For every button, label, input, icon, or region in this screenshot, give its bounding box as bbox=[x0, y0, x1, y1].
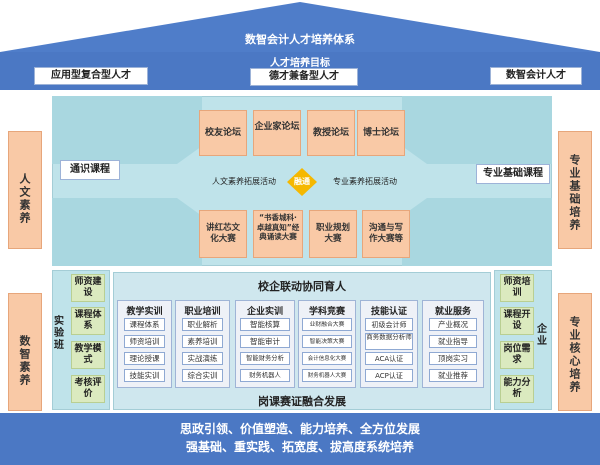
column-cell: 商务数据分析师 bbox=[365, 333, 413, 350]
column-cell: 财务机器人 bbox=[240, 369, 290, 382]
roof-title: 数智会计人才培养体系 bbox=[245, 33, 355, 46]
column-competition: 学科竞赛 业财融合大赛 智能决策大赛 会计信息化大赛 财务机器人大赛 bbox=[298, 300, 356, 388]
column-cell: 综合实训 bbox=[182, 369, 223, 382]
column-cell: 业财融合大赛 bbox=[302, 318, 352, 331]
column-cell: 智能财务分析 bbox=[240, 352, 290, 365]
enterprise-item-demand: 岗位需求 bbox=[500, 341, 534, 369]
contest-writing: 沟通与写作大赛等 bbox=[362, 210, 410, 258]
column-cell: 顶岗实习 bbox=[429, 352, 477, 365]
left-pillar-humanities: 人文素养 bbox=[8, 131, 42, 249]
column-cell: 智能核算 bbox=[240, 318, 290, 331]
column-cell: ACP认证 bbox=[365, 369, 413, 382]
humanities-activity: 人文素养拓展活动 bbox=[212, 177, 276, 186]
goal-center: 德才兼备型人才 bbox=[250, 68, 358, 86]
column-cell: 职业解析 bbox=[182, 318, 223, 331]
column-cell: ACA认证 bbox=[365, 352, 413, 365]
column-cell: 智能决策大赛 bbox=[302, 335, 352, 348]
goal-left: 应用型复合型人才 bbox=[34, 67, 148, 85]
column-cell: 就业推荐 bbox=[429, 369, 477, 382]
major-basic-course-label: 专业基础课程 bbox=[476, 164, 550, 184]
column-cell: 会计信息化大赛 bbox=[302, 352, 352, 365]
contest-career: 职业规划大赛 bbox=[309, 210, 357, 258]
column-teaching: 教学实训 课程体系 师资培训 理论授课 技能实训 bbox=[117, 300, 172, 388]
enterprise-item-course: 课程开设 bbox=[500, 307, 534, 335]
column-title: 技能认证 bbox=[370, 307, 407, 317]
lab-label: 实验班 bbox=[54, 316, 64, 351]
column-cell: 财务机器人大赛 bbox=[302, 369, 352, 382]
column-cell: 产业概况 bbox=[429, 318, 477, 331]
enterprise-label: 企业 bbox=[537, 324, 547, 347]
lab-item-assessment: 考核评价 bbox=[71, 375, 105, 403]
column-cell: 技能实训 bbox=[124, 369, 165, 382]
column-certification: 技能认证 初级会计师 商务数据分析师 ACA认证 ACP认证 bbox=[360, 300, 418, 388]
right-pillar-core: 专业核心培养 bbox=[558, 293, 592, 411]
lab-item-faculty: 师资建设 bbox=[71, 274, 105, 302]
upper-panel-shape bbox=[52, 96, 552, 266]
column-cell: 师资培训 bbox=[124, 335, 165, 348]
bottom-band: 思政引领、价值塑造、能力培养、全方位发展 强基础、重实践、拓宽度、拔高度系统培养 bbox=[0, 413, 600, 465]
roof-shape bbox=[0, 2, 600, 52]
goal-right: 数智会计人才 bbox=[490, 67, 582, 85]
bottom-line-1: 思政引领、价值塑造、能力培养、全方位发展 bbox=[179, 422, 420, 436]
enterprise-item-analysis: 能力分析 bbox=[500, 375, 534, 403]
contest-culture: 讲红芯文化大赛 bbox=[199, 210, 247, 258]
column-title: 职业培训 bbox=[184, 307, 221, 317]
fusion-badge: 融通 bbox=[287, 168, 317, 196]
column-cell: 理论授课 bbox=[124, 352, 165, 365]
fusion-badge-label: 融通 bbox=[294, 177, 310, 186]
cooperation-title: 校企联动协同育人 bbox=[258, 280, 346, 293]
column-cell: 初级会计师 bbox=[365, 318, 413, 331]
column-vocational: 职业培训 职业解析 素养培训 实战演练 综合实训 bbox=[175, 300, 230, 388]
forum-alumni: 校友论坛 bbox=[199, 110, 247, 156]
column-employment: 就业服务 产业概况 就业指导 顶岗实习 就业推荐 bbox=[422, 300, 484, 388]
professional-activity: 专业素养拓展活动 bbox=[333, 177, 397, 186]
forum-professor: 教授论坛 bbox=[307, 110, 355, 156]
forum-doctor: 博士论坛 bbox=[357, 110, 405, 156]
left-pillar-digital: 数智素养 bbox=[8, 293, 42, 411]
right-pillar-basic: 专业基础培养 bbox=[558, 131, 592, 249]
column-title: 学科竞赛 bbox=[308, 307, 345, 317]
cooperation-footer: 岗课赛证融合发展 bbox=[258, 395, 346, 408]
column-cell: 课程体系 bbox=[124, 318, 165, 331]
column-cell: 实战演练 bbox=[182, 352, 223, 365]
lab-item-teaching: 教学模式 bbox=[71, 341, 105, 369]
column-title: 教学实训 bbox=[126, 307, 163, 317]
column-cell: 智能审计 bbox=[240, 335, 290, 348]
column-cell: 就业指导 bbox=[429, 335, 477, 348]
column-title: 就业服务 bbox=[434, 307, 471, 317]
bottom-line-2: 强基础、重实践、拓宽度、拔高度系统培养 bbox=[185, 440, 414, 454]
goal-title: 人才培养目标 bbox=[270, 58, 330, 69]
column-enterprise-training: 企业实训 智能核算 智能审计 智能财务分析 财务机器人 bbox=[235, 300, 295, 388]
contest-reading: “书香城科·卓越真知”经典诵读大赛 bbox=[253, 210, 303, 258]
lab-item-curriculum: 课程体系 bbox=[71, 307, 105, 335]
forum-entrepreneur: 企业家论坛 bbox=[253, 110, 301, 156]
column-title: 企业实训 bbox=[246, 307, 283, 317]
column-cell: 素养培训 bbox=[182, 335, 223, 348]
general-course-label: 通识课程 bbox=[60, 160, 120, 180]
enterprise-item-training: 师资培训 bbox=[500, 274, 534, 302]
